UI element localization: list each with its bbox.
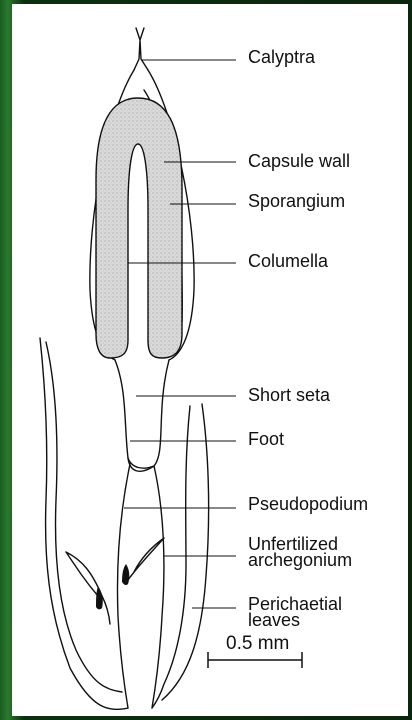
label-foot: Foot <box>248 430 284 448</box>
label-sporangium: Sporangium <box>248 192 345 210</box>
label-unfertilized-archegonium: Unfertilized archegonium <box>248 536 352 568</box>
scale-bar-label: 0.5 mm <box>226 634 289 653</box>
columella-sporangium-fill <box>96 98 182 358</box>
label-capsule-wall: Capsule wall <box>248 152 350 170</box>
label-short-seta: Short seta <box>248 386 330 404</box>
right-archegonium <box>122 564 129 585</box>
calyptra-tip <box>134 28 148 70</box>
label-columella: Columella <box>248 252 328 270</box>
moss-sporophyte-diagram <box>12 4 408 716</box>
seta-outline <box>115 360 169 471</box>
foot-outline <box>128 458 154 468</box>
pseudopodium-outline <box>118 464 164 708</box>
label-calyptra: Calyptra <box>248 48 315 66</box>
label-perichaetial-leaves: Perichaetial leaves <box>248 596 342 628</box>
scale-bar <box>208 652 302 668</box>
label-pseudopodium: Pseudopodium <box>248 495 368 513</box>
left-perichaetial-leaf <box>40 338 128 709</box>
archegonium-marks <box>96 564 129 609</box>
left-archegonium <box>96 586 103 609</box>
inner-right-leaf <box>128 538 164 580</box>
inner-left-leaf <box>66 552 110 624</box>
diagram-panel: Calyptra Capsule wall Sporangium Columel… <box>12 4 408 716</box>
